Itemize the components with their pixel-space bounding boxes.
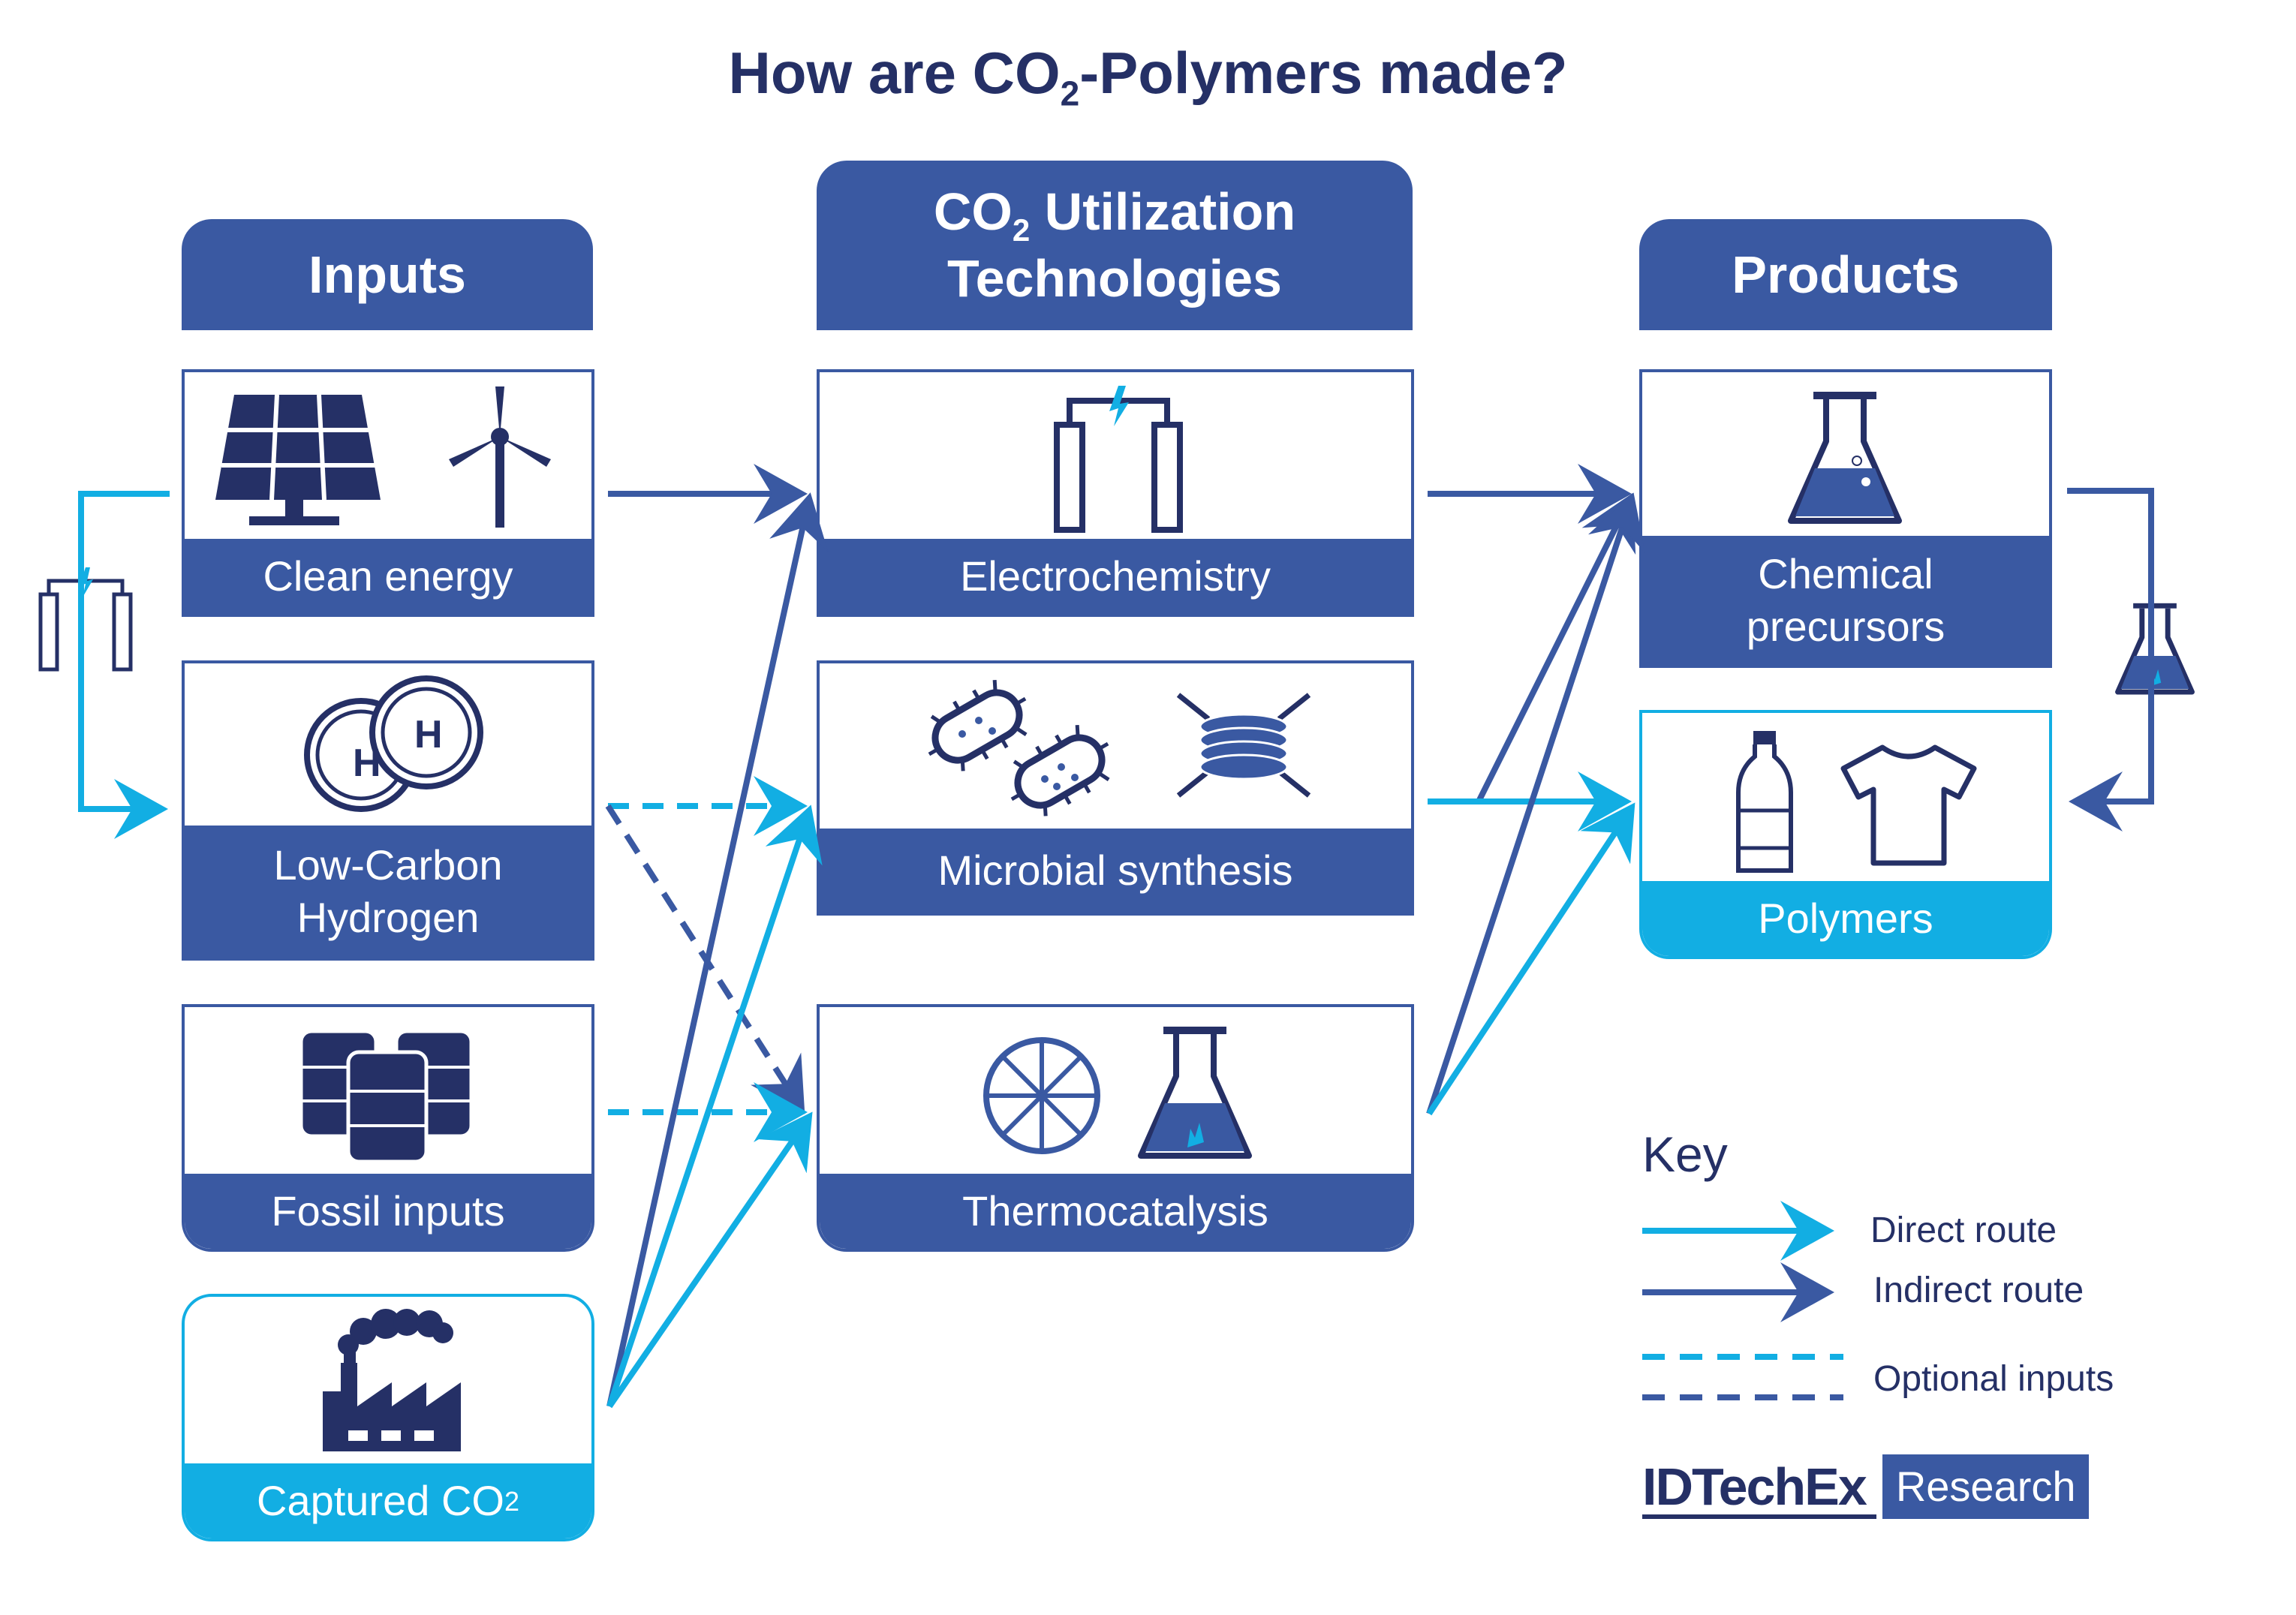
- bacteria-icon: [928, 679, 1110, 817]
- electrochemistry-label: Electrochemistry: [820, 539, 1411, 614]
- products-header: Products: [1639, 219, 2052, 330]
- arrow-clean-to-hydrogen: [78, 491, 170, 839]
- logo-tag: Research: [1882, 1454, 2090, 1519]
- arrow-thermo-to-polymers: [1426, 802, 1635, 1116]
- catalyst-wheel-icon: [983, 1037, 1100, 1154]
- polymers-label: Polymers: [1642, 881, 2049, 956]
- factory-icon: [323, 1309, 461, 1451]
- electrochemistry-box: Electrochemistry: [817, 369, 1414, 617]
- microbial-synthesis-box: Microbial synthesis: [817, 660, 1414, 916]
- key-title: Key: [1642, 1126, 1728, 1182]
- electrolyzer-icon: [1054, 386, 1183, 533]
- technologies-header: CO2 Utilization Technologies: [817, 161, 1413, 330]
- svg-text:H: H: [414, 713, 443, 756]
- tshirt-icon: [1840, 744, 1977, 866]
- solar-panel-icon: [215, 394, 381, 525]
- oil-barrels-icon: [299, 1029, 474, 1164]
- enzyme-icon: [1176, 693, 1311, 798]
- flask-icon: [2115, 603, 2195, 695]
- arrow-thermo-to-chem: [1426, 492, 1645, 1115]
- fossil-inputs-box: Fossil inputs: [182, 1004, 594, 1252]
- key-indirect-label: Indirect route: [1873, 1271, 2084, 1310]
- thermocatalysis-label: Thermocatalysis: [820, 1174, 1411, 1249]
- wind-turbine-icon: [449, 386, 551, 528]
- flask-icon: [1788, 392, 1902, 524]
- logo-brand: IDTechEx: [1642, 1454, 1876, 1519]
- svg-text:H: H: [353, 741, 381, 785]
- microbial-synthesis-label: Microbial synthesis: [820, 829, 1411, 913]
- clean-energy-label: Clean energy: [185, 539, 591, 614]
- inputs-header: Inputs: [182, 219, 593, 330]
- page-title: How are CO2-Polymers made?: [728, 40, 1568, 113]
- clean-energy-box: Clean energy: [182, 369, 594, 617]
- arrow-co2-to-microbial: [606, 804, 823, 1408]
- hydrogen-icon: H H: [304, 675, 483, 812]
- key-direct-label: Direct route: [1870, 1210, 2057, 1250]
- arrow-hydrogen-to-thermo: [605, 804, 805, 1114]
- bottle-icon: [1736, 731, 1793, 873]
- arrow-chem-to-polymers: [2067, 488, 2154, 832]
- electrolyzer-icon: [38, 567, 133, 672]
- arrow-co2-to-thermo: [606, 1111, 813, 1409]
- thermocatalysis-box: Thermocatalysis: [817, 1004, 1414, 1252]
- arrow-microbial-to-chem: [1428, 492, 1636, 804]
- fossil-inputs-label: Fossil inputs: [185, 1174, 591, 1249]
- polymers-box: Polymers: [1639, 710, 2052, 959]
- flask-icon: [1138, 1027, 1252, 1159]
- key-optional-label: Optional inputs: [1873, 1359, 2114, 1399]
- idtechex-logo: IDTechEx Research: [1642, 1454, 2090, 1519]
- arrow-co2-to-electro: [606, 492, 829, 1407]
